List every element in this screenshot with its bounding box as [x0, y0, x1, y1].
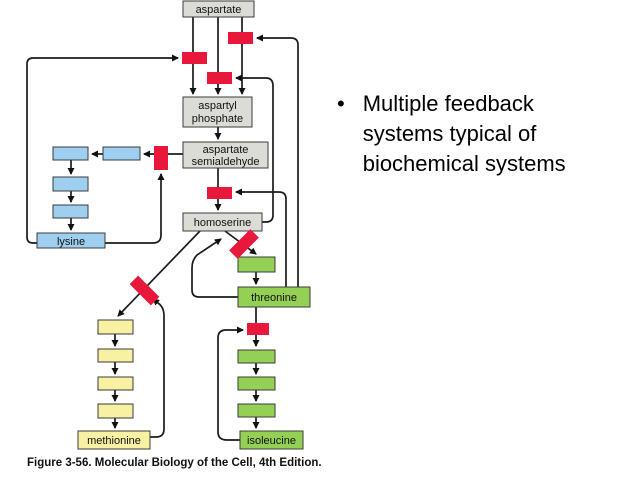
lysine-label: lysine [57, 236, 85, 248]
homoserine-label: homoserine [194, 217, 251, 229]
isoleucine-label: isoleucine [247, 435, 296, 447]
inhibition-block [228, 32, 253, 44]
metabolite-labels: aspartate aspartyl phosphate aspartate s… [57, 4, 297, 447]
aspartyl-phosphate-label: phosphate [192, 113, 243, 125]
homoserine-box [182, 212, 263, 232]
feedback-arrow-lysine-to-branch-enzyme [105, 173, 165, 244]
feedback-arrow-threonine-to-aspartokinase [256, 34, 299, 287]
pathway-diagram: aspartate aspartyl phosphate aspartate s… [26, 0, 311, 450]
intermediate-box [52, 204, 89, 219]
feedback-arrows [26, 34, 299, 441]
feedback-arrow-threonine-to-dehydrogenase [235, 188, 287, 287]
intermediate-box [97, 376, 134, 391]
inhibition-block [207, 187, 232, 199]
figure-caption: Figure 3-56. Molecular Biology of the Ce… [27, 457, 322, 469]
aspartate-box [182, 0, 255, 18]
feedback-arrow-threonine-to-kinase [191, 238, 238, 298]
threonine-label: threonine [251, 292, 297, 304]
feedback-arrow-lysine-to-aspartokinase [26, 54, 179, 244]
lysine-box [36, 232, 106, 249]
intermediate-box [237, 403, 276, 418]
intermediate-box [237, 256, 276, 273]
intermediate-box [52, 146, 89, 161]
methionine-box [77, 430, 151, 450]
aspartate-semialdehyde-label: semialdehyde [192, 156, 260, 168]
inhibition-block [229, 229, 259, 259]
aspartate-semialdehyde-label: aspartate [203, 144, 249, 156]
aspartate-label: aspartate [196, 4, 242, 16]
inhibition-block [154, 146, 168, 170]
intermediate-box [97, 403, 134, 419]
bullet-text-line: biochemical systems [362, 151, 566, 176]
intermediate-box [52, 176, 89, 192]
feedback-arrow-methionine [150, 298, 165, 438]
feedback-arrow-homoserine [235, 74, 274, 223]
bullet-text: Multiple feedback systems typical of bio… [363, 89, 566, 179]
inhibition-block [129, 275, 160, 306]
pathway-arrow [117, 230, 201, 317]
aspartyl-phosphate-box [182, 96, 253, 128]
aspartyl-phosphate-label: aspartyl [198, 100, 237, 112]
slide-bullet-item: • Multiple feedback systems typical of b… [337, 89, 617, 179]
intermediate-box [102, 146, 141, 161]
aspartate-semialdehyde-box [182, 141, 269, 169]
bullet-marker: • [337, 91, 345, 116]
inhibition-blocks [129, 32, 269, 335]
isoleucine-box [239, 430, 304, 450]
bullet-text-line: Multiple feedback [362, 91, 534, 116]
inhibition-block [207, 72, 232, 84]
feedback-arrow-isoleucine [217, 326, 244, 441]
metabolite-boxes [36, 0, 311, 450]
methionine-label: methionine [87, 435, 141, 447]
intermediate-box [97, 348, 134, 363]
intermediate-box [97, 319, 134, 335]
inhibition-block [247, 323, 269, 335]
inhibition-block [182, 52, 207, 64]
bullet-text-line: systems typical of [362, 121, 537, 146]
threonine-box [237, 286, 311, 308]
intermediate-box [237, 349, 276, 364]
intermediate-box [237, 376, 276, 391]
